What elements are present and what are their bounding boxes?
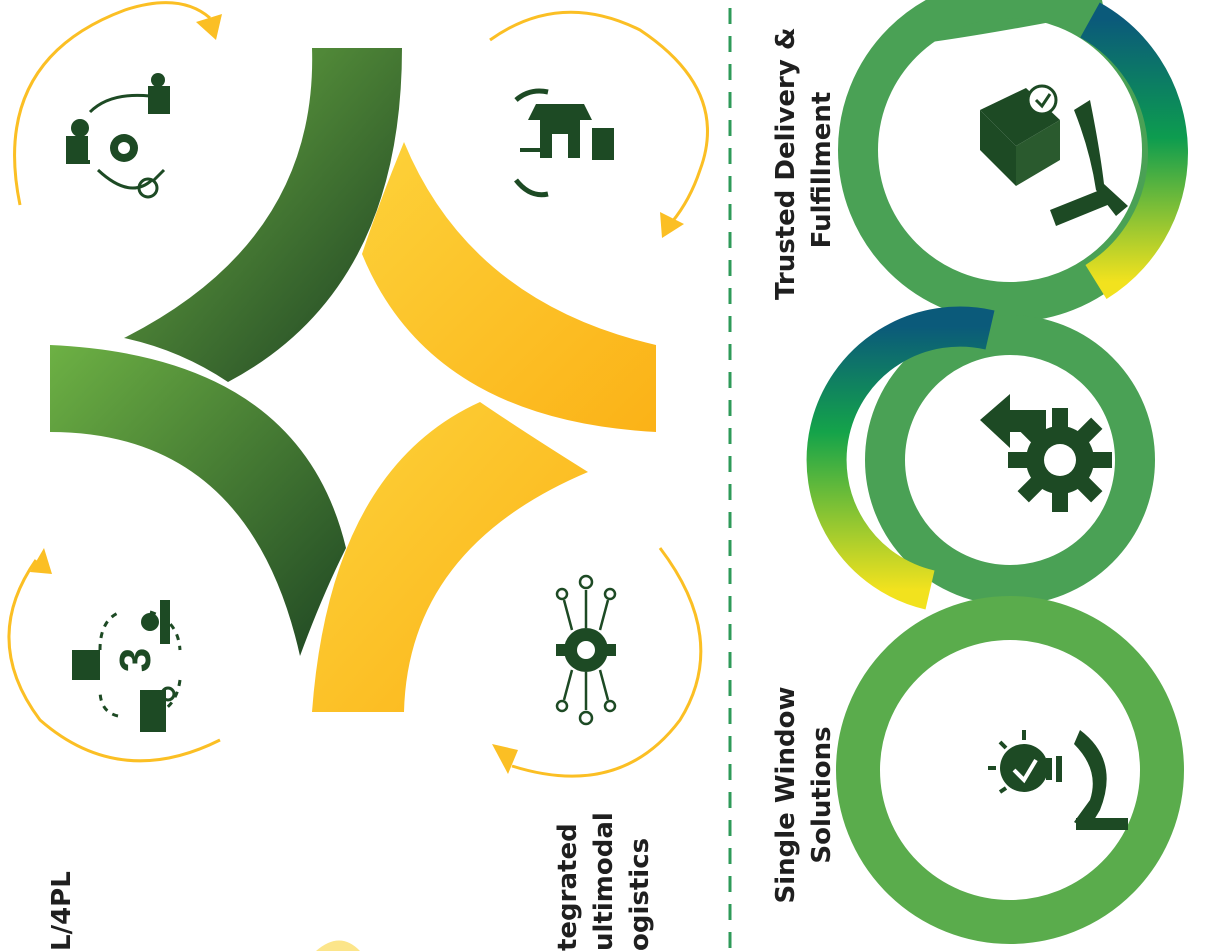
ring-2-accent <box>806 306 995 610</box>
arrow-head <box>492 744 518 774</box>
arrow-top-left <box>13 1 211 206</box>
central-star <box>50 48 656 712</box>
curved-arrows <box>7 1 709 778</box>
arrow-head <box>30 548 52 574</box>
3pl-logistics-network-icon: 3 <box>72 600 182 732</box>
star-petal-left <box>50 345 346 656</box>
arrow-bottom-right <box>511 547 703 778</box>
package-hand-delivery-icon <box>980 84 1128 226</box>
ring-1-accent <box>1079 2 1188 299</box>
idea-hand-icon <box>988 730 1128 830</box>
label-trusted-delivery-fulfillment: Trusted Delivery & Fulfillment <box>771 27 837 300</box>
outsourcing-cycle-icon <box>66 73 170 199</box>
arrow-head <box>196 14 222 40</box>
ring-chain <box>806 0 1188 944</box>
svg-text:3: 3 <box>111 648 160 672</box>
label-single-window-solutions: Single Window Solutions <box>771 686 837 904</box>
ring-3 <box>836 596 1184 944</box>
gear-export-arrow-icon <box>980 394 1112 512</box>
arrow-top-right <box>489 10 709 223</box>
arrow-head <box>660 212 684 238</box>
star-petal-top <box>124 48 402 382</box>
star-petal-right <box>362 142 656 432</box>
label-3pl-4pl: L/4PL <box>47 871 77 951</box>
star-petal-bottom <box>312 402 588 712</box>
circle-fragment <box>316 940 360 951</box>
technology-gear-circuit-icon <box>555 574 617 726</box>
ring-2 <box>865 315 1155 605</box>
label-integrated-multimodal-logistics: tegrated ultimodal ogistics <box>553 812 655 951</box>
arrow-bottom-left <box>7 559 221 763</box>
connected-store-icon <box>514 88 614 198</box>
